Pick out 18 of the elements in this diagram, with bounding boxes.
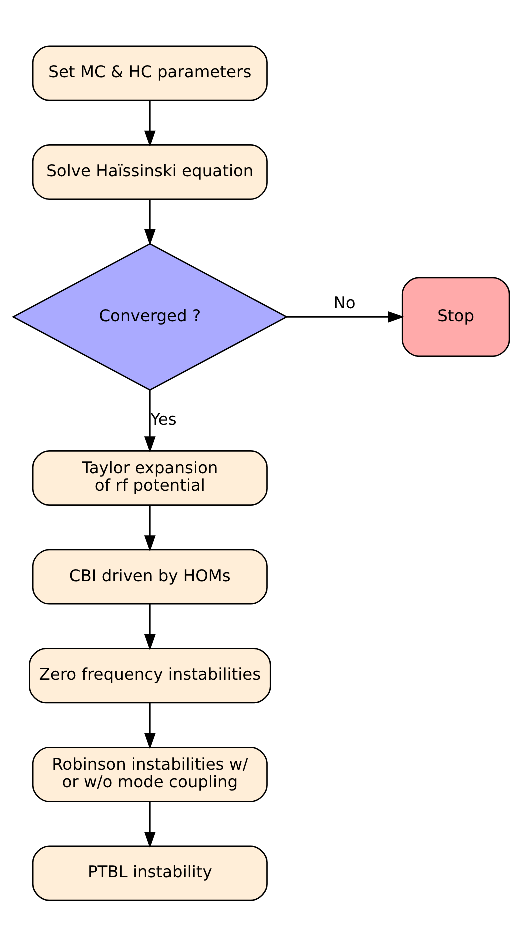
node-diamond: Converged ? [12, 243, 288, 392]
edge-label: No [334, 293, 356, 312]
node-box: PTBL instability [32, 846, 268, 902]
arrow [144, 505, 156, 552]
arrow [144, 604, 156, 651]
arrow [144, 802, 156, 848]
node-box: Robinson instabilities w/ or w/o mode coupling [32, 746, 268, 802]
node-box: Zero frequency instabilities [29, 648, 272, 704]
node-box: Taylor expansion of rf potential [32, 450, 268, 506]
arrow [144, 100, 156, 148]
node-box: CBI driven by HOMs [32, 549, 268, 605]
arrow [144, 390, 156, 453]
node-box: Set MC & HC parameters [32, 46, 268, 102]
arrow [144, 200, 156, 246]
arrow [144, 703, 156, 750]
arrow [287, 311, 405, 323]
node-box: Solve Haïssinski equation [32, 144, 268, 200]
node-box: Stop [402, 277, 510, 358]
